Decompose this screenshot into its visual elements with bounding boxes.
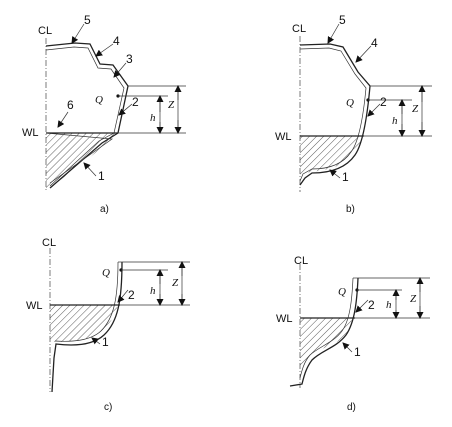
- underwater-hatch-b: [300, 136, 362, 178]
- callout-2-d: 2: [368, 298, 375, 312]
- wl-label-a: WL: [22, 127, 39, 139]
- wl-label-d: WL: [276, 313, 293, 325]
- callout-1-line-d: [342, 342, 353, 353]
- callout-3-line-a: [113, 62, 127, 78]
- h-label-d: h: [386, 299, 392, 311]
- callout-1-line-a: [83, 162, 97, 177]
- panel-b: CL WL Q h Z 5 4 2 1 b): [275, 13, 432, 215]
- callout-6-a: 6: [67, 98, 74, 112]
- hull-inner-b: [299, 47, 367, 182]
- panel-c: CL WL Q h Z 2 1 c): [26, 237, 190, 413]
- h-label-a: h: [150, 112, 156, 124]
- callout-4-b: 4: [371, 36, 378, 50]
- hull-outline-c: [51, 261, 123, 393]
- caption-b: b): [346, 204, 355, 215]
- callout-5-line-a: [71, 23, 85, 44]
- callout-2-line-a: [118, 103, 133, 116]
- hull-outline-a: [45, 42, 129, 189]
- cl-label-d: CL: [294, 255, 308, 267]
- callout-5-a: 5: [84, 13, 91, 27]
- cl-label-c: CL: [42, 237, 56, 249]
- wl-label-b: WL: [275, 131, 292, 143]
- hull-inner-c: [54, 261, 119, 342]
- callout-4-line-b: [355, 45, 372, 63]
- q-label-b: Q: [346, 97, 354, 109]
- z-label-d: Z: [410, 293, 417, 305]
- cl-label-b: CL: [292, 23, 306, 35]
- callout-1-a: 1: [98, 169, 105, 183]
- panel-d: CL WL Q h Z 2 1 d): [276, 255, 430, 413]
- z-label-b: Z: [412, 103, 419, 115]
- callout-6-line-a: [57, 111, 69, 128]
- caption-a: a): [100, 204, 109, 215]
- callout-1-b: 1: [342, 170, 349, 184]
- q-label-d: Q: [338, 286, 346, 298]
- callout-1-line-b: [329, 169, 341, 179]
- caption-c: c): [104, 402, 112, 413]
- hull-outline-d: [289, 277, 359, 387]
- callout-2-line-b: [367, 103, 381, 117]
- wl-label-c: WL: [26, 300, 43, 312]
- z-label-c: Z: [172, 277, 179, 289]
- callout-2-a: 2: [132, 95, 139, 109]
- h-label-b: h: [392, 115, 398, 127]
- callout-2-line-c: [117, 289, 129, 303]
- callout-2-b: 2: [380, 95, 387, 109]
- callout-4-a: 4: [113, 34, 120, 48]
- callout-5-b: 5: [339, 13, 346, 27]
- callout-5-line-b: [327, 23, 340, 44]
- q-label-c: Q: [102, 267, 110, 279]
- callout-2-c: 2: [128, 288, 135, 302]
- bottom-inner-a: [45, 132, 113, 184]
- hull-outline-b: [299, 43, 371, 186]
- callout-2-line-d: [355, 299, 369, 313]
- callout-4-line-a: [95, 43, 114, 57]
- q-label-a: Q: [95, 94, 103, 106]
- cl-label-a: CL: [38, 25, 52, 37]
- callout-3-a: 3: [126, 52, 133, 66]
- caption-d: d): [347, 402, 356, 413]
- callout-1-line-c: [91, 337, 101, 345]
- z-label-a: Z: [168, 99, 175, 111]
- callout-1-d: 1: [354, 345, 361, 359]
- callout-1-c: 1: [102, 335, 109, 349]
- panel-a: CL WL Q h Z 5 4 3 6 2 1: [22, 13, 186, 215]
- underwater-hatch-c: [50, 305, 118, 342]
- hull-inner-d: [299, 277, 354, 379]
- h-label-c: h: [150, 285, 156, 297]
